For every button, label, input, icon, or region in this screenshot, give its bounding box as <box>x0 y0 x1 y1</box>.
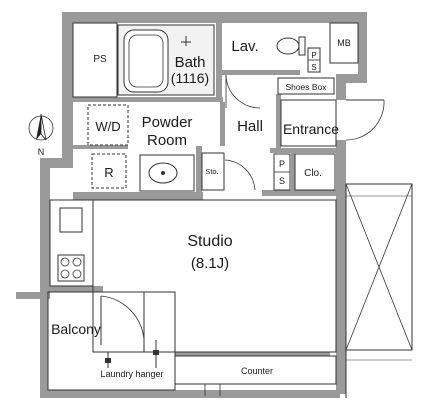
north-arrow: N <box>28 113 54 157</box>
closet-label: Clo. <box>304 168 322 179</box>
counter: Counter <box>174 355 337 396</box>
sink <box>139 154 195 192</box>
wd-label: W/D <box>95 119 120 134</box>
exterior-walls <box>16 12 367 398</box>
closet: Clo. <box>294 153 336 191</box>
mb-label: MB <box>337 38 351 48</box>
refrigerator-label: R <box>104 165 113 180</box>
studio-size-label: (8.1J) <box>191 255 229 272</box>
ps-mid-p: P <box>279 159 285 169</box>
balcony: Balcony Laundry hanger <box>47 291 176 391</box>
meter-box: MB <box>329 22 359 64</box>
counter-label: Counter <box>241 366 273 376</box>
bath-label: Bath <box>175 54 206 71</box>
powder-room-label-2: Room <box>147 132 187 149</box>
ps-top-left: PS <box>72 22 118 98</box>
storage: Sto. <box>201 152 225 191</box>
powder-room-label-1: Powder <box>142 114 193 131</box>
ps-top-label: PS <box>93 54 107 65</box>
entrance-label: Entrance <box>283 121 339 137</box>
ps-middle: P S <box>273 153 291 191</box>
hall-label: Hall <box>237 118 263 135</box>
shoes-box-label: Shoes Box <box>285 82 327 92</box>
balcony-label: Balcony <box>51 321 101 337</box>
kitchen <box>49 199 94 287</box>
lav-label: Lav. <box>231 38 258 55</box>
studio: Studio (8.1J) <box>92 199 337 353</box>
studio-label: Studio <box>187 233 232 250</box>
ps-lav-p: P <box>311 51 316 60</box>
bath-size-label: (1116) <box>171 70 209 86</box>
lavatory: Lav. P S <box>225 36 321 109</box>
refrigerator: R <box>91 153 127 189</box>
entrance: Entrance <box>280 99 385 147</box>
shoes-box: Shoes Box <box>277 77 335 95</box>
washer-dryer: W/D <box>87 104 129 146</box>
laundry-hanger-label: Laundry hanger <box>100 369 163 379</box>
exterior-void <box>345 183 413 398</box>
bath-room: Bath (1116) <box>117 24 215 96</box>
storage-label: Sto. <box>205 167 218 176</box>
north-label: N <box>38 147 45 157</box>
ps-mid-s: S <box>279 176 285 186</box>
ps-lav-s: S <box>311 63 316 72</box>
